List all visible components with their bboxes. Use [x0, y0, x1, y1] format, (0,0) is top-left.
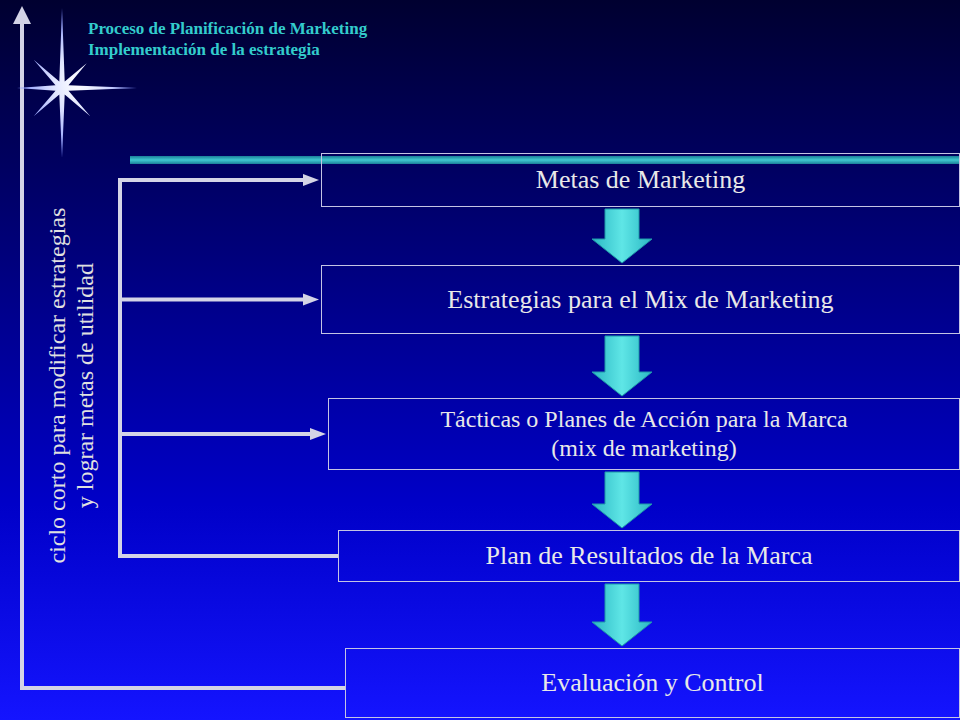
flow-arrow: [592, 209, 652, 263]
box-label: Evaluación y Control: [541, 667, 763, 698]
process-box: Evaluación y Control: [345, 648, 960, 718]
flow-arrow: [592, 584, 652, 646]
slide-title: Proceso de Planificación de Marketing Im…: [88, 18, 372, 61]
flow-arrow: [592, 336, 652, 396]
cycle-note: ciclo corto para modificar estrategias y…: [44, 205, 99, 565]
process-box: Tácticas o Planes de Acción para la Marc…: [328, 398, 960, 470]
flow-arrow: [120, 294, 338, 557]
process-box: Metas de Marketing: [321, 153, 960, 207]
box-label: Metas de Marketing: [536, 164, 745, 195]
flow-arrow: [120, 174, 338, 556]
flow-arrow: [592, 472, 652, 528]
process-box: Estrategias para el Mix de Marketing: [321, 265, 960, 334]
box-label: Estrategias para el Mix de Marketing: [447, 284, 833, 315]
return-line: [22, 22, 345, 688]
flow-arrow: [120, 428, 338, 556]
process-box: Plan de Resultados de la Marca: [338, 530, 960, 582]
accent-band: [130, 156, 960, 164]
box-label: Plan de Resultados de la Marca: [485, 540, 812, 571]
box-label: Tácticas o Planes de Acción para la Marc…: [438, 405, 850, 463]
return-arrowhead: [13, 6, 31, 24]
